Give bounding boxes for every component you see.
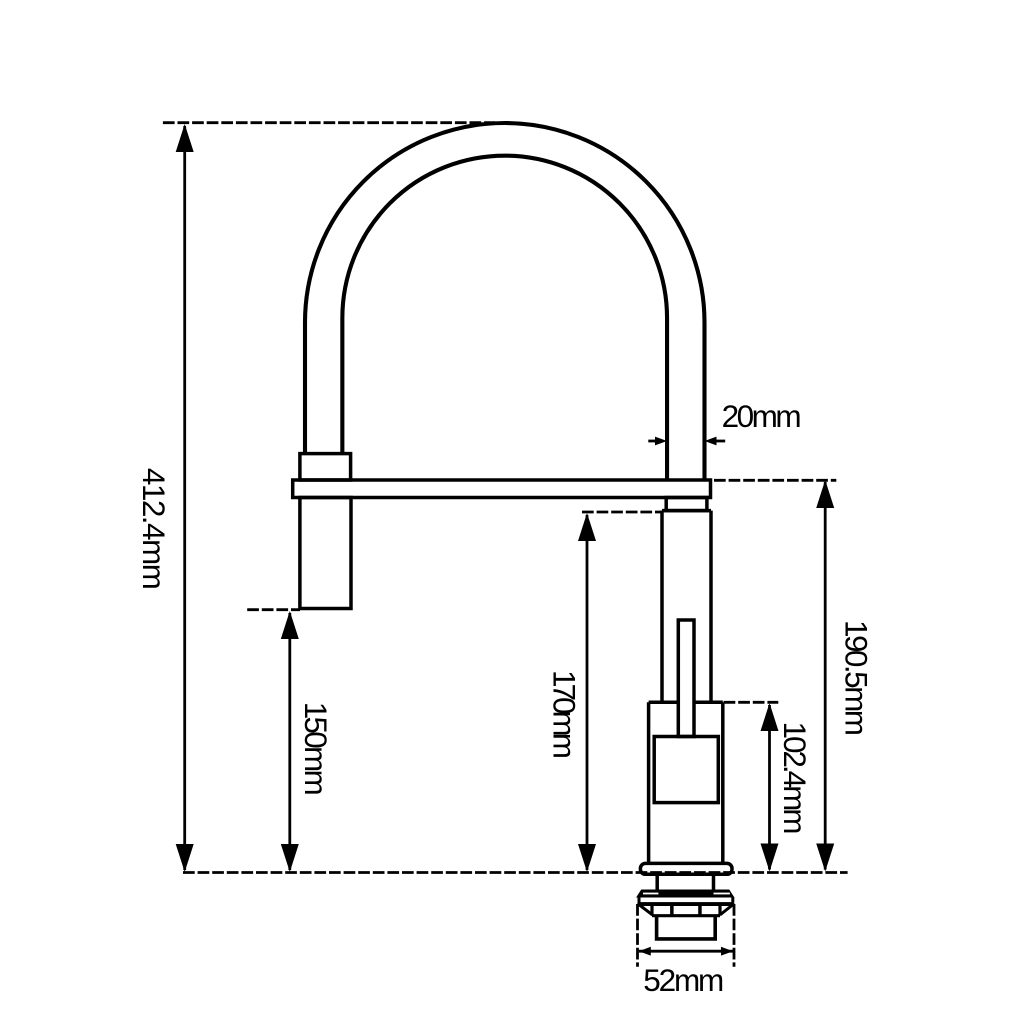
- svg-text:190.5mm: 190.5mm: [839, 620, 875, 736]
- svg-text:412.4mm: 412.4mm: [136, 468, 172, 590]
- svg-text:170mm: 170mm: [547, 670, 583, 759]
- svg-text:150mm: 150mm: [298, 702, 334, 796]
- svg-text:102.4mm: 102.4mm: [777, 722, 813, 835]
- svg-text:20mm: 20mm: [722, 398, 802, 434]
- svg-text:52mm: 52mm: [643, 962, 724, 998]
